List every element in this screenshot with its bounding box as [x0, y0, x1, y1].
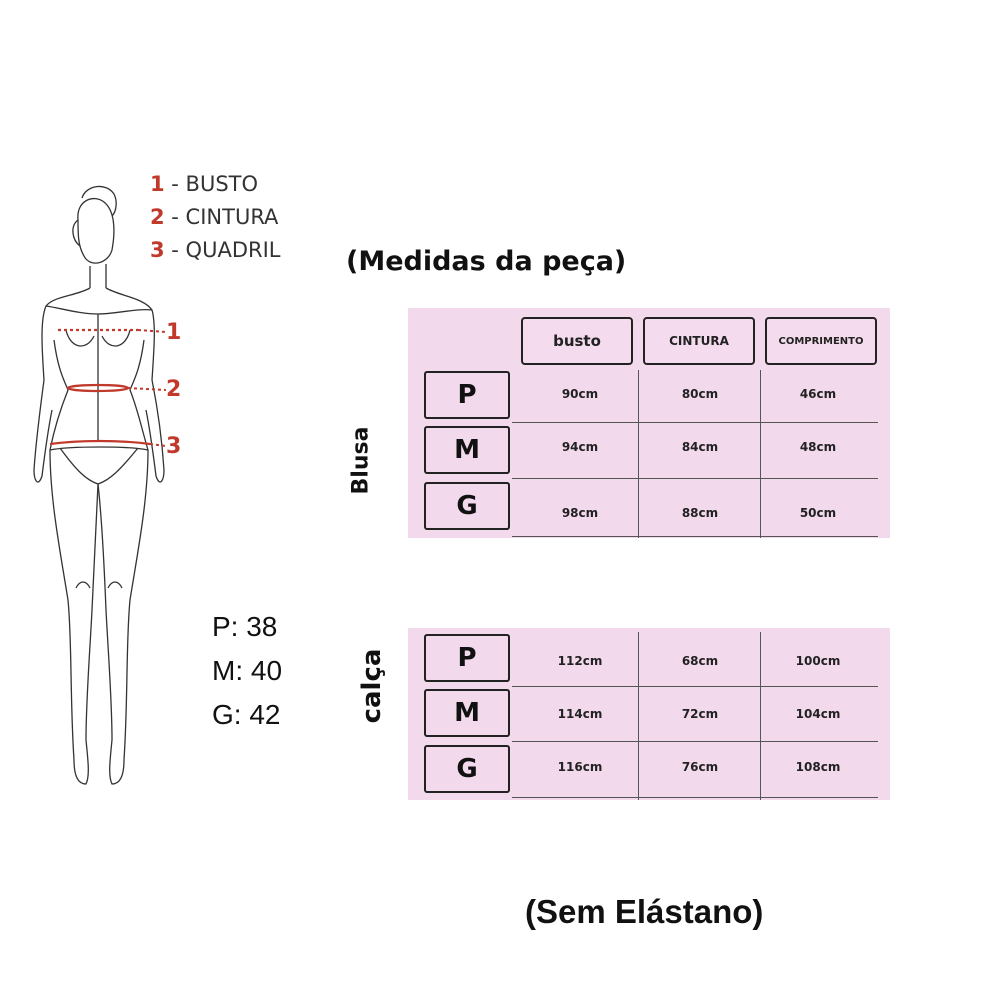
- table-cell: 104cm: [795, 707, 841, 721]
- table-cell: 50cm: [799, 506, 837, 520]
- row-divider: [512, 686, 878, 687]
- table-cell: 72cm: [681, 707, 719, 721]
- figure-mark-1: 1: [166, 320, 182, 345]
- table-cell: 94cm: [561, 440, 599, 454]
- body-figure-illustration: [33, 185, 167, 785]
- legend-item-busto: 1 - BUSTO: [150, 172, 259, 196]
- legend-item-quadril: 3 - QUADRIL: [150, 238, 281, 262]
- row-divider: [512, 741, 878, 742]
- header-busto: busto: [521, 317, 633, 365]
- table-cell: 90cm: [561, 387, 599, 401]
- table-cell: 84cm: [681, 440, 719, 454]
- size-number-p: P: 38: [212, 611, 278, 642]
- row-divider: [512, 536, 878, 537]
- table-cell: 76cm: [681, 760, 719, 774]
- row-divider: [512, 422, 878, 423]
- table-cell: 100cm: [795, 654, 841, 668]
- size-label-p: P: [424, 371, 510, 419]
- table-cell: 98cm: [561, 506, 599, 520]
- size-number-g: G: 42: [212, 699, 281, 730]
- size-label-g: G: [424, 745, 510, 793]
- blusa-section-label: Blusa: [348, 426, 374, 495]
- size-label-p: P: [424, 634, 510, 682]
- calca-table: P M G 112cm 68cm 100cm 114cm 72cm 104cm …: [408, 628, 890, 800]
- size-label-m: M: [424, 689, 510, 737]
- figure-mark-3: 3: [166, 434, 182, 459]
- table-cell: 114cm: [557, 707, 603, 721]
- table-cell: 108cm: [795, 760, 841, 774]
- legend-item-cintura: 2 - CINTURA: [150, 205, 279, 229]
- column-divider: [760, 370, 761, 538]
- measurement-legend: 1 - BUSTO 2 - CINTURA 3 - QUADRIL: [150, 168, 280, 267]
- page-title: (Medidas da peça): [346, 246, 627, 277]
- header-cintura: CINTURA: [643, 317, 755, 365]
- table-cell: 88cm: [681, 506, 719, 520]
- size-number-m: M: 40: [212, 655, 283, 686]
- figure-mark-2: 2: [166, 377, 182, 402]
- calca-section-label: calça: [357, 648, 387, 724]
- footer-note: (Sem Elástano): [525, 893, 764, 930]
- size-label-m: M: [424, 426, 510, 474]
- row-divider: [512, 797, 878, 798]
- table-cell: 80cm: [681, 387, 719, 401]
- table-cell: 116cm: [557, 760, 603, 774]
- table-cell: 68cm: [681, 654, 719, 668]
- size-label-g: G: [424, 482, 510, 530]
- table-cell: 48cm: [799, 440, 837, 454]
- table-cell: 46cm: [799, 387, 837, 401]
- column-divider: [760, 632, 761, 800]
- table-cell: 112cm: [557, 654, 603, 668]
- blusa-table: busto CINTURA COMPRIMENTO P M G 90cm 80c…: [408, 308, 890, 538]
- column-divider: [638, 370, 639, 538]
- column-divider: [638, 632, 639, 800]
- row-divider: [512, 478, 878, 479]
- header-comprimento: COMPRIMENTO: [765, 317, 877, 365]
- size-number-list: P: 38 M: 40 G: 42: [212, 605, 282, 737]
